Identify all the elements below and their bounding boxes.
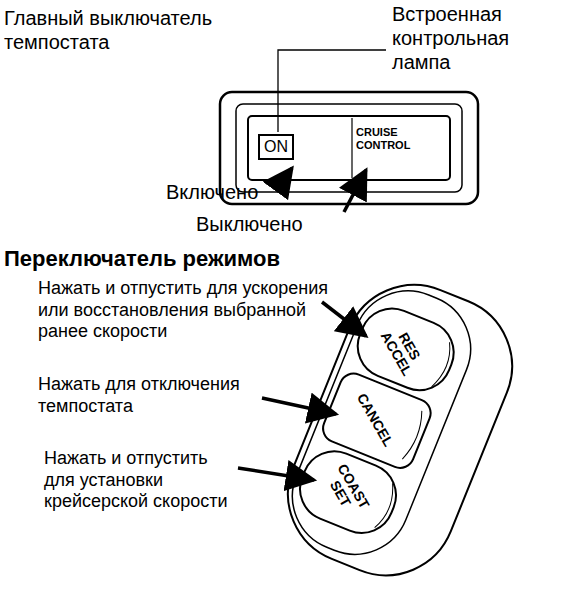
main-switch-housing — [220, 92, 478, 204]
pointer-arrow — [238, 468, 314, 480]
pointer-arrow — [322, 302, 366, 336]
button-text: ON — [264, 138, 288, 156]
switch-legend: CRUISE CONTROL — [356, 126, 416, 152]
state-label: Включено — [166, 180, 286, 204]
mode-switch — [267, 264, 533, 597]
pointer-arrow — [262, 398, 336, 414]
part-label: Встроенная контрольная лампа — [392, 2, 562, 74]
pointer-arrow — [276, 168, 292, 190]
switch-button: ON — [258, 134, 294, 160]
section-heading: Переключатель режимов — [4, 246, 334, 272]
instruction-note: Нажать и отпустить для ускорения или вос… — [38, 278, 338, 343]
instruction-note: Нажать и отпустить для установки крейсер… — [44, 448, 236, 513]
leader-line — [278, 50, 386, 132]
instruction-note: Нажать для отключения темпостата — [38, 374, 260, 417]
pointer-arrow — [344, 170, 366, 212]
part-label: Главный выключатель темпостата — [4, 6, 219, 54]
state-label: Выключено — [196, 212, 346, 236]
